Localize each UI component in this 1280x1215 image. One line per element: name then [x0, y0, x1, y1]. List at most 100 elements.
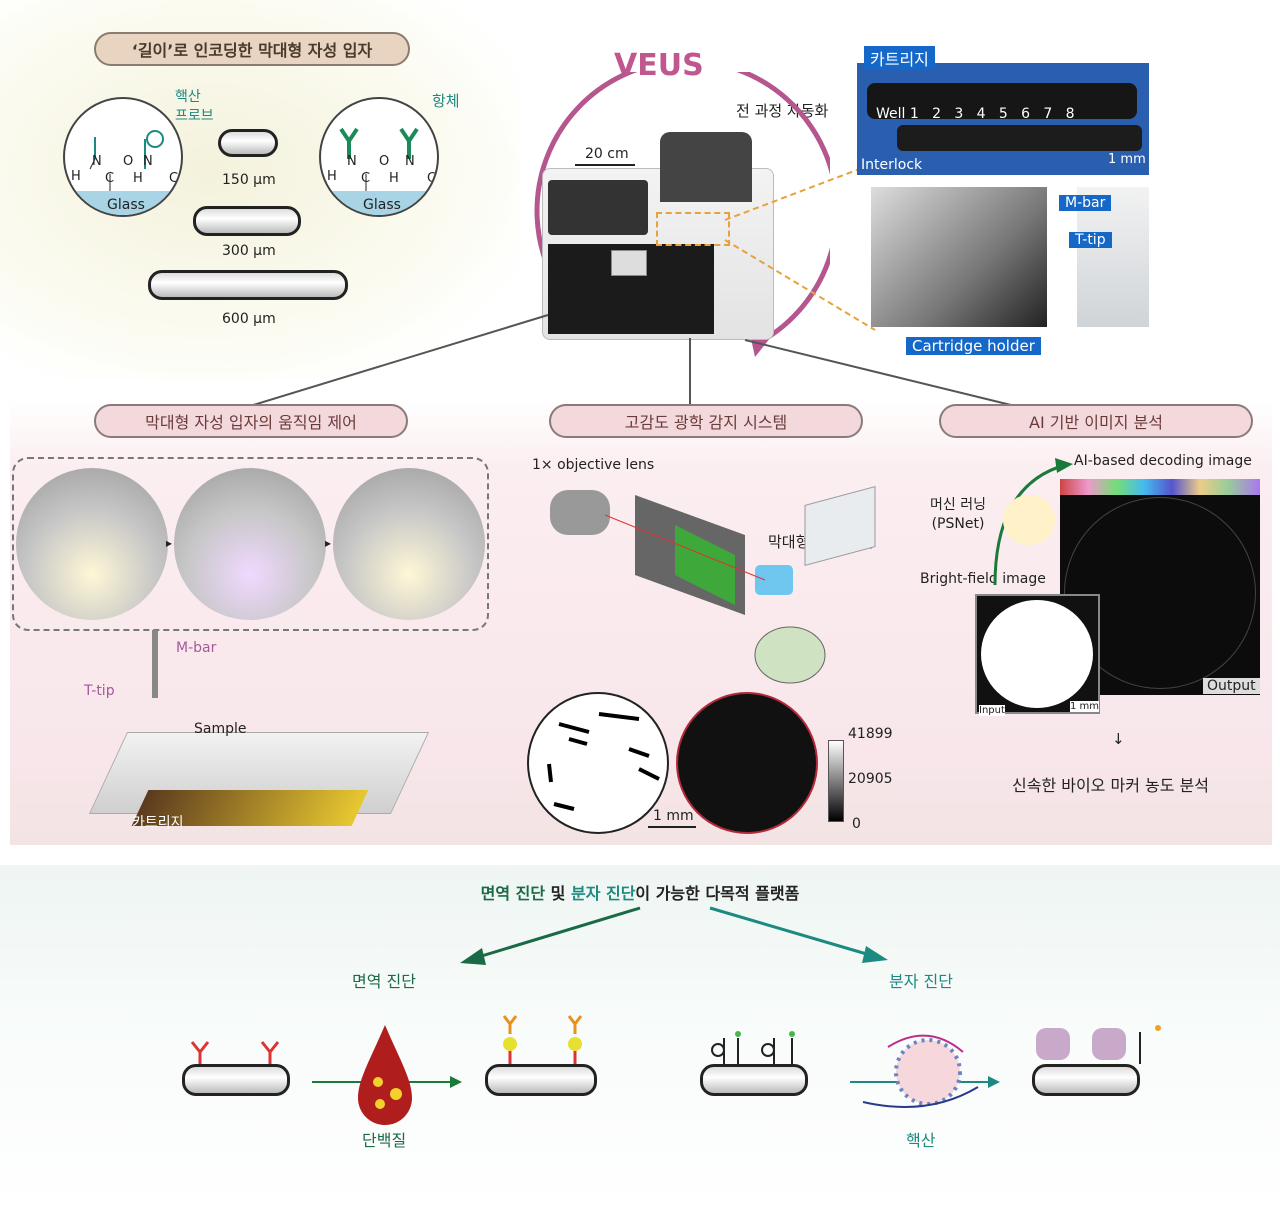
colorbar-mid: 20905: [848, 771, 893, 787]
antibody-glyph: [399, 127, 419, 159]
cartridge-photo: [857, 63, 1149, 175]
colorbar-max: 41899: [848, 726, 893, 742]
rod: [547, 763, 553, 783]
rod: [628, 747, 650, 758]
instrument-screen: [548, 180, 648, 235]
nucleic-label: 핵산: [906, 1131, 936, 1150]
atom-h: H: [327, 169, 337, 184]
detection-antibody: [567, 1015, 583, 1034]
colorbar-min: 0: [852, 816, 861, 832]
rod: [553, 802, 575, 811]
atom-o: O: [123, 154, 134, 169]
molecular-particle-after: [1032, 1064, 1140, 1096]
step-arrowhead: [450, 1076, 462, 1088]
immuno-particle-after: [485, 1064, 597, 1096]
input-label: Input: [979, 705, 1005, 716]
probes-after: [1036, 1025, 1161, 1064]
atom-n: N: [347, 154, 357, 169]
rod: [558, 722, 590, 734]
veus-title: VEUS: [614, 48, 704, 83]
chem-circle-antibody: H N O C H N C Glass: [319, 97, 439, 217]
motion-control-title: 막대형 자성 입자의 움직임 제어: [94, 404, 408, 438]
instrument-top: [660, 132, 752, 202]
particle-150um: [218, 129, 278, 157]
probe-tag: [789, 1031, 795, 1037]
ttip-photo-label: T-tip: [1069, 232, 1112, 248]
atom-n: N: [92, 154, 102, 169]
atom-o: O: [379, 154, 390, 169]
step-3-circle: [333, 468, 485, 620]
hairpin-probe: [711, 1043, 725, 1057]
branch-left-head: [460, 948, 486, 965]
protein-dot: [373, 1077, 383, 1087]
headline-immuno: 면역 진단: [480, 884, 546, 903]
protein-dot: [390, 1088, 402, 1100]
well-labels: Well 1 2 3 4 5 6 7 8: [876, 106, 1075, 122]
branch-arrows: [460, 906, 888, 965]
nucleic-strand: [862, 1086, 979, 1108]
captured-target: [1036, 1028, 1070, 1060]
ttip-label: T-tip: [84, 683, 115, 699]
optics-title: 고감도 광학 감지 시스템: [549, 404, 863, 438]
brightfield-capture: [527, 692, 669, 834]
result-arrow: ↓: [1112, 730, 1125, 748]
mbar-rod: [152, 630, 158, 698]
virus-step: [850, 1034, 1000, 1108]
branch-right: [709, 906, 871, 957]
motion-sequence-box: [12, 457, 489, 631]
ai-analysis-title: AI 기반 이미지 분석: [939, 404, 1253, 438]
mid-scale-bar: [648, 826, 696, 828]
hairpin-probe: [761, 1043, 775, 1057]
step-arrow: ▸: [166, 536, 173, 550]
input-scale-label: 1 mm: [1070, 701, 1100, 712]
molecular-particle-before: [700, 1064, 808, 1096]
atom-h: H: [71, 169, 81, 184]
instrument-scale-bar: [575, 164, 635, 166]
nucleic-strand: [887, 1034, 964, 1053]
virus-icon: [894, 1038, 962, 1106]
molecular-label: 분자 진단: [889, 972, 953, 991]
size-300-label: 300 µm: [222, 243, 276, 259]
blood-drop-icon: [358, 1025, 412, 1125]
cartridge-zoom-box: [656, 212, 730, 246]
antibody-glyph: [190, 1041, 210, 1064]
antibody-glyph: [339, 127, 359, 159]
antibody-label: 항체: [432, 92, 460, 110]
cartridge-label: 카트리지: [132, 815, 184, 831]
size-150-label: 150 µm: [222, 172, 276, 188]
instrument-scale-label: 20 cm: [585, 146, 629, 162]
branch-left: [474, 906, 641, 960]
interlock-label: Interlock: [861, 157, 923, 173]
particle-600um: [148, 270, 348, 300]
atom-c: C: [169, 171, 179, 186]
step-2-circle: [174, 468, 326, 620]
bond: [89, 158, 96, 170]
atom-h: H: [133, 171, 143, 186]
size-600-label: 600 µm: [222, 311, 276, 327]
brightfield-label: Bright-field image: [920, 571, 1046, 587]
atom-c: C: [361, 171, 371, 186]
mbar-photo-label: M-bar: [1059, 195, 1112, 211]
output-field: [1064, 497, 1256, 689]
light-source-lens: [754, 626, 826, 684]
particle-300um: [193, 206, 301, 236]
glass-label-right: Glass: [363, 197, 401, 213]
bound-protein: [503, 1037, 517, 1051]
protein-label: 단백질: [362, 1131, 407, 1150]
bound-protein: [568, 1037, 582, 1051]
cartridge-scale-label: 1 mm: [1108, 152, 1146, 167]
hairpin-loop: [146, 130, 164, 148]
antibodies-after: [502, 1015, 583, 1064]
step-arrow: ▸: [325, 536, 332, 550]
captured-target: [1092, 1028, 1126, 1060]
cartridge-title-label: 카트리지: [864, 46, 935, 70]
rod: [598, 712, 640, 721]
ml-label: 머신 러닝 (PSNet): [930, 497, 986, 532]
glass-slide: [804, 485, 876, 566]
mbar-label: M-bar: [176, 640, 217, 656]
output-label: Output: [1203, 678, 1260, 694]
atom-c: C: [105, 171, 115, 186]
section-connectors: [249, 314, 1016, 407]
headline-rest: 이 가능한 다목적 플랫폼: [635, 884, 800, 903]
light-path: [604, 514, 766, 581]
